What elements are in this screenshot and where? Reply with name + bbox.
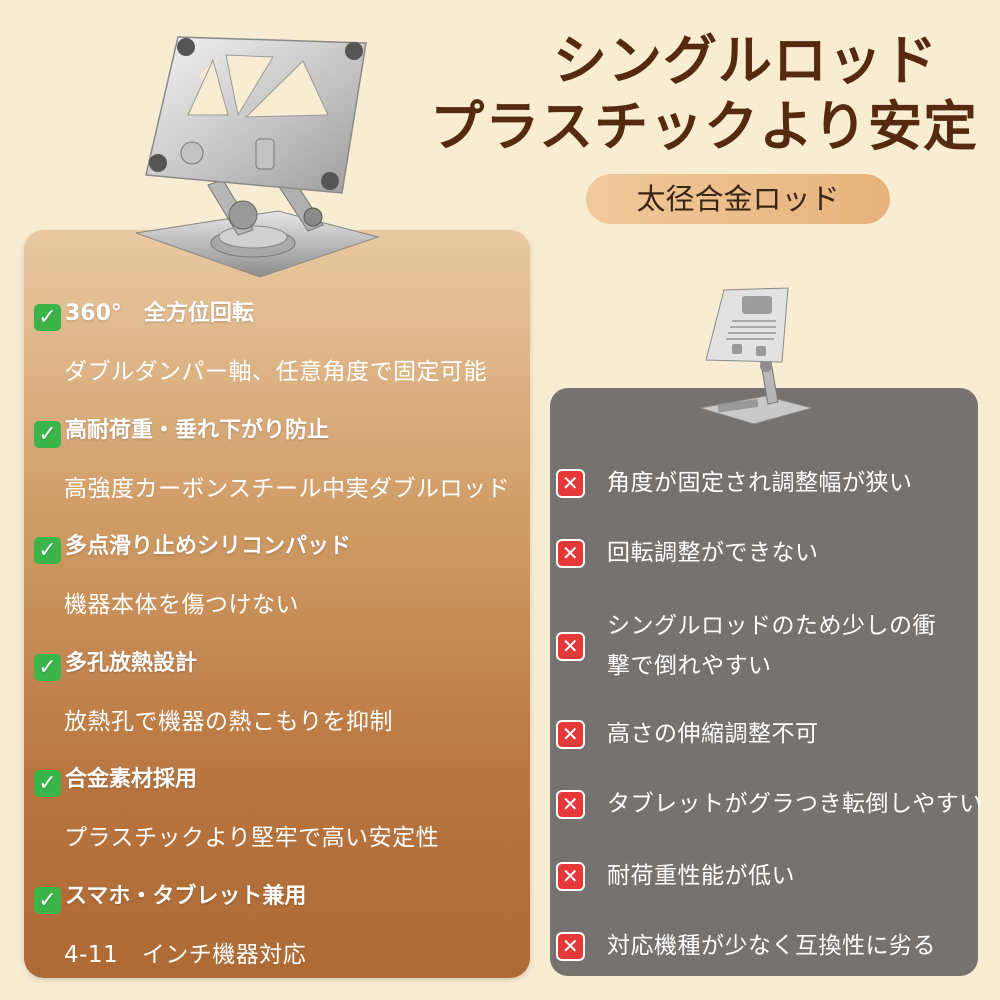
x-icon: ✕ [556, 631, 585, 661]
double-rod-stand-image [135, 36, 380, 278]
cons-text: 回転調整ができない [607, 540, 819, 566]
check-icon: ✓ [34, 886, 61, 914]
check-icon: ✓ [34, 304, 61, 331]
feature-title: 360° 全方位回転 [65, 301, 254, 326]
cons-text: 対応機種が少なく互換性に劣る [607, 933, 936, 959]
feature-desc: 4-11 インチ機器対応 [64, 941, 307, 968]
feature-title: 多点滑り止めシリコンパッド [65, 534, 352, 559]
x-icon: ✕ [556, 538, 585, 568]
feature-item: ✓スマホ・タブレット兼用 4-11 インチ機器対応 [34, 879, 530, 996]
single-rod-stand-image [699, 287, 814, 425]
headline-line-2: プラスチックより安定 [430, 95, 978, 158]
check-icon: ✓ [34, 770, 61, 797]
cons-text: シングルロッドのため少しの衝撃で倒れやすい [607, 613, 936, 679]
feature-title: 高耐荷重・垂れ下がり防止 [65, 417, 330, 443]
feature-desc: 放熱孔で機器の熱こもりを抑制 [64, 708, 393, 735]
feature-title: スマホ・タブレット兼用 [65, 883, 307, 909]
cons-item: ✕ 高さの伸縮調整不可 [556, 714, 819, 754]
check-icon: ✓ [34, 420, 61, 448]
feature-list: ✓360° 全方位回転 ダブルダンパー軸、任意角度で固定可能 ✓高耐荷重・垂れ下… [34, 296, 530, 995]
feature-card [24, 230, 530, 978]
x-icon: ✕ [556, 789, 585, 819]
cons-item: ✕ 対応機種が少なく互換性に劣る [556, 926, 936, 966]
check-icon: ✓ [34, 537, 61, 564]
cons-item: ✕ 角度が固定され調整幅が狭い [556, 463, 913, 503]
feature-desc: 高強度カーボンスチール中実ダブルロッド [64, 475, 511, 502]
cons-text: 角度が固定され調整幅が狭い [607, 470, 913, 496]
cons-item: ✕ タブレットがグラつき転倒しやすい [556, 784, 983, 824]
feature-item: ✓高耐荷重・垂れ下がり防止 高強度カーボンスチール中実ダブルロッド [34, 413, 530, 530]
feature-item: ✓合金素材採用 プラスチックより堅牢で高い安定性 [34, 762, 530, 879]
comparison-card [550, 388, 978, 976]
feature-item: ✓多孔放熱設計 放熱孔で機器の熱こもりを抑制 [34, 646, 530, 763]
cons-item: ✕ 耐荷重性能が低い [556, 856, 795, 896]
alloy-rod-pill: 太径合金ロッド [586, 174, 890, 224]
feature-title: 多孔放熱設計 [65, 650, 198, 676]
feature-item: ✓360° 全方位回転 ダブルダンパー軸、任意角度で固定可能 [34, 296, 530, 413]
cons-text: 耐荷重性能が低い [607, 863, 795, 889]
feature-item: ✓多点滑り止めシリコンパッド 機器本体を傷つけない [34, 529, 530, 646]
headline: シングルロッド プラスチックより安定 [418, 28, 978, 160]
cons-text: タブレットがグラつき転倒しやすい [607, 791, 983, 817]
check-icon: ✓ [34, 653, 61, 681]
x-icon: ✕ [556, 931, 585, 961]
x-icon: ✕ [556, 719, 585, 749]
cons-item: ✕ 回転調整ができない [556, 533, 819, 573]
headline-line-1: シングルロッド [553, 29, 938, 92]
feature-title: 合金素材採用 [65, 767, 198, 792]
cons-item: ✕ シングルロッドのため少しの衝撃で倒れやすい [556, 606, 937, 686]
x-icon: ✕ [556, 861, 585, 891]
feature-desc: プラスチックより堅牢で高い安定性 [64, 825, 440, 851]
feature-desc: ダブルダンパー軸、任意角度で固定可能 [64, 359, 487, 385]
x-icon: ✕ [556, 468, 585, 498]
cons-text: 高さの伸縮調整不可 [607, 721, 819, 747]
feature-desc: 機器本体を傷つけない [64, 592, 299, 618]
